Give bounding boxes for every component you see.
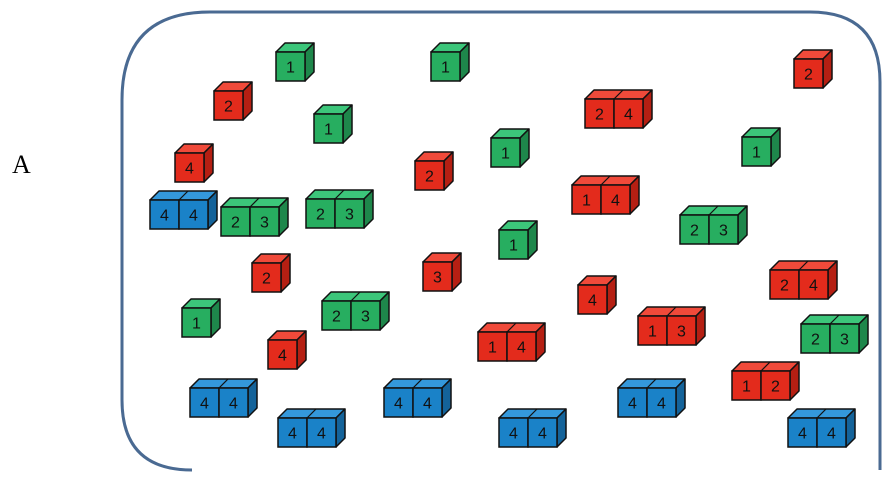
block-red: 2 xyxy=(214,82,252,120)
block-green: 1 xyxy=(742,128,780,166)
block-label: 4 xyxy=(624,107,633,124)
block-label: 1 xyxy=(324,122,333,139)
block-red: 2 xyxy=(415,152,453,190)
block-label: 4 xyxy=(827,426,836,443)
block-red: 3 xyxy=(423,253,461,291)
block-blue: 44 xyxy=(150,191,217,229)
block-label: 3 xyxy=(345,207,354,224)
block-label: 1 xyxy=(488,340,497,357)
block-label: 4 xyxy=(538,426,547,443)
block-label: 4 xyxy=(185,161,194,178)
block-label: 4 xyxy=(288,426,297,443)
block-label: 1 xyxy=(752,145,761,162)
block-green: 1 xyxy=(499,221,537,259)
block-label: 2 xyxy=(595,107,604,124)
block-label: 4 xyxy=(588,293,597,310)
block-green: 1 xyxy=(182,299,220,337)
block-label: 4 xyxy=(160,208,169,225)
block-red: 2 xyxy=(252,254,290,292)
block-label: 4 xyxy=(229,396,238,413)
block-green: 23 xyxy=(221,198,288,236)
block-label: 4 xyxy=(809,278,818,295)
block-label: 4 xyxy=(611,193,620,210)
block-red: 12 xyxy=(732,362,799,400)
block-label: 2 xyxy=(224,99,233,116)
block-green: 23 xyxy=(680,206,747,244)
block-label: 4 xyxy=(798,426,807,443)
block-label: 4 xyxy=(628,396,637,413)
block-label: 2 xyxy=(804,67,813,84)
block-label: 4 xyxy=(394,396,403,413)
block-green: 1 xyxy=(431,43,469,81)
block-label: 2 xyxy=(231,215,240,232)
block-green: 1 xyxy=(276,43,314,81)
block-green: 1 xyxy=(491,129,529,167)
block-label: 4 xyxy=(509,426,518,443)
block-green: 1 xyxy=(314,105,352,143)
block-label: 4 xyxy=(657,396,666,413)
block-red: 4 xyxy=(578,276,616,314)
block-label: 1 xyxy=(742,379,751,396)
block-label: 1 xyxy=(192,316,201,333)
block-red: 14 xyxy=(478,323,545,361)
block-label: 3 xyxy=(719,223,728,240)
block-label: 2 xyxy=(332,309,341,326)
block-label: 3 xyxy=(677,324,686,341)
block-red: 24 xyxy=(770,261,837,299)
block-label: 2 xyxy=(771,379,780,396)
block-label: 1 xyxy=(509,238,518,255)
block-label: 4 xyxy=(517,340,526,357)
block-red: 4 xyxy=(268,331,306,369)
block-label: 2 xyxy=(690,223,699,240)
block-label: 3 xyxy=(433,270,442,287)
block-label: 3 xyxy=(361,309,370,326)
block-label: 3 xyxy=(840,332,849,349)
block-red: 2 xyxy=(794,50,832,88)
block-red: 4 xyxy=(175,144,213,182)
block-label: 1 xyxy=(648,324,657,341)
block-label: 2 xyxy=(811,332,820,349)
block-label: 1 xyxy=(286,60,295,77)
block-label: 4 xyxy=(200,396,209,413)
block-label: 2 xyxy=(316,207,325,224)
block-label: 1 xyxy=(582,193,591,210)
block-label: 2 xyxy=(262,271,271,288)
block-label: 2 xyxy=(780,278,789,295)
block-label: 2 xyxy=(425,169,434,186)
block-label: 4 xyxy=(423,396,432,413)
block-label: 3 xyxy=(260,215,269,232)
block-label: 4 xyxy=(189,208,198,225)
block-label: 4 xyxy=(278,348,287,365)
block-label: 1 xyxy=(501,146,510,163)
block-label: 1 xyxy=(441,60,450,77)
block-label: 4 xyxy=(317,426,326,443)
